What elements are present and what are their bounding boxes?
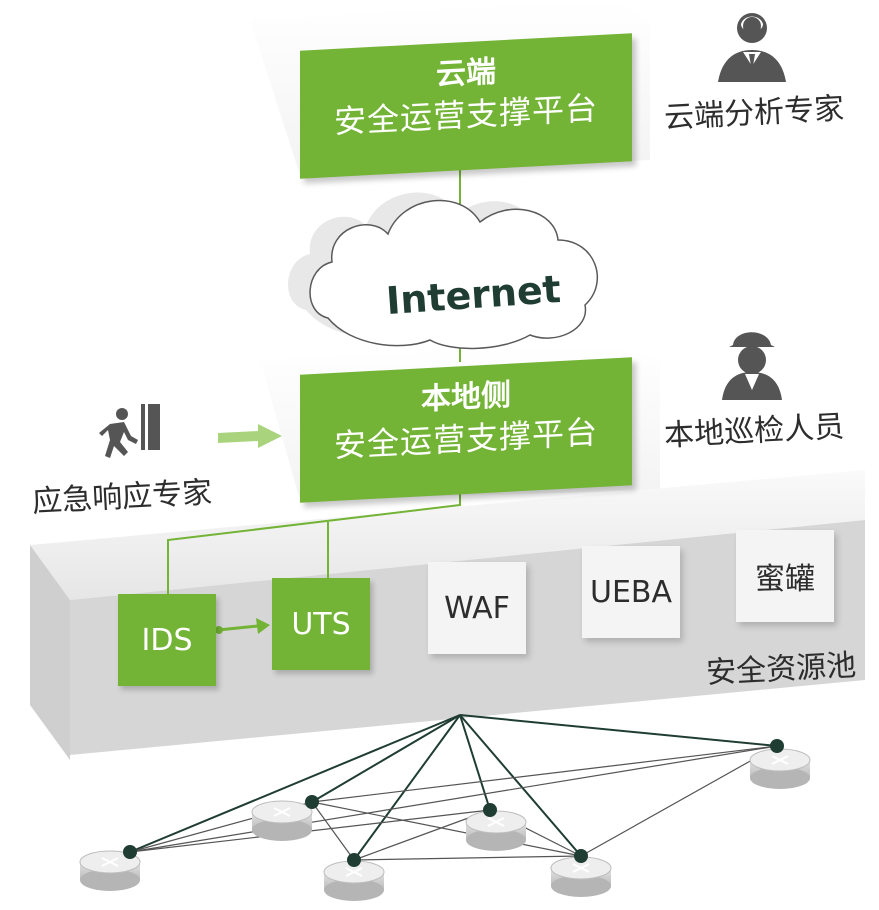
cloud-expert-label: 云端分析专家 (663, 91, 845, 136)
resource-honeypot[interactable]: 蜜罐 (736, 530, 834, 622)
resource-ueba[interactable]: UEBA (582, 546, 680, 638)
resource-waf[interactable]: WAF (428, 562, 526, 654)
router-icon (79, 748, 811, 901)
cloud-icon (288, 192, 599, 350)
ids-uts-arrow (215, 618, 270, 634)
business-person-icon (718, 13, 786, 82)
hardhat-worker-icon (722, 332, 782, 400)
resource-ids[interactable]: IDS (118, 594, 216, 686)
emergency-expert-label: 应急响应专家 (31, 475, 213, 520)
resource-uts[interactable]: UTS (272, 578, 370, 670)
local-platform-box[interactable]: 本地侧 安全运营支撑平台 (300, 357, 632, 503)
cloud-platform-box[interactable]: 云端 安全运营支撑平台 (300, 33, 632, 179)
network-lines (129, 714, 778, 861)
network-nodes (123, 739, 784, 867)
resource-pool-label: 安全资源池 (705, 648, 857, 691)
emergency-arrow (218, 424, 282, 448)
local-inspector-label: 本地巡检人员 (663, 409, 845, 454)
running-exit-icon (99, 404, 160, 458)
